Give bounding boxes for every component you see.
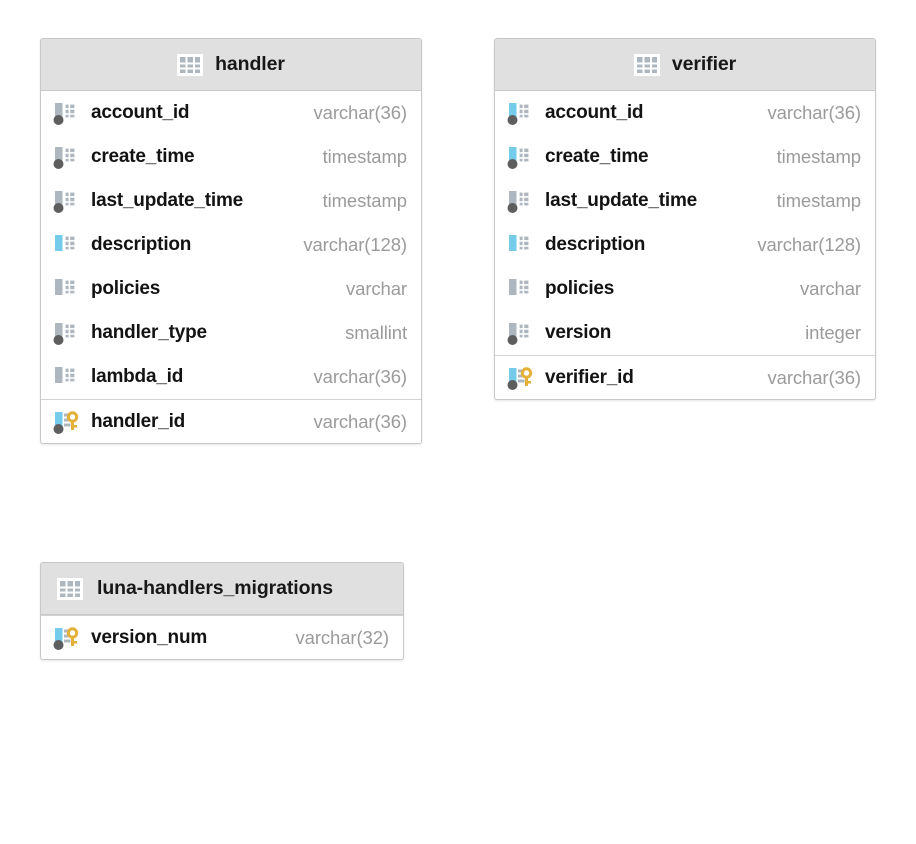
er-column-row[interactable]: verifier_id varchar(36) [495,355,875,399]
column-type: varchar(36) [313,366,408,387]
er-column-row[interactable]: account_id varchar(36) [495,91,875,135]
column-name: version_num [91,626,208,648]
column-type: varchar(36) [313,102,408,123]
column-name: account_id [91,102,190,123]
table-grid-icon [633,53,660,76]
column-icon [53,275,81,303]
er-column-row[interactable]: policies varchar [41,267,421,311]
column-icon [53,363,81,391]
er-table-title: luna-handlers_migrations [97,577,333,599]
er-table-verifier[interactable]: verifier account_id varchar(36) create_time… [494,38,876,400]
er-table-columns: version_num varchar(32) [41,615,403,659]
er-table-columns: account_id varchar(36) create_time timestam… [495,91,875,399]
column-type: timestamp [322,190,408,211]
column-icon [507,143,535,171]
column-icon [53,231,81,259]
column-icon [507,187,535,215]
er-column-row[interactable]: version_num varchar(32) [41,615,403,659]
er-column-row[interactable]: create_time timestamp [495,135,875,179]
table-grid-icon [57,577,83,600]
er-table-columns: account_id varchar(36) create_time timestam… [41,91,421,443]
column-type: smallint [345,322,407,343]
column-type: varchar(32) [295,626,390,648]
column-name: description [91,234,192,255]
er-column-row[interactable]: last_update_time timestamp [495,179,875,223]
column-icon [53,319,81,347]
er-column-row[interactable]: lambda_id varchar(36) [41,355,421,399]
column-icon [53,99,81,127]
column-type: varchar(36) [767,102,862,123]
column-name: handler_type [91,322,207,343]
column-type: timestamp [322,146,408,167]
er-table-title: verifier [671,53,737,75]
column-type: varchar(128) [303,234,407,255]
column-name: create_time [91,146,195,167]
er-table-header[interactable]: luna-handlers_migrations [41,563,403,615]
column-icon [507,319,535,347]
column-type: varchar(36) [313,410,408,432]
column-type: varchar [800,278,861,299]
column-type: varchar(128) [757,234,861,255]
primary-key-icon [507,364,535,392]
er-column-row[interactable]: description varchar(128) [495,223,875,267]
column-name: policies [91,278,161,299]
er-table-title: handler [215,53,285,75]
column-name: description [545,234,646,255]
column-name: handler_id [91,410,186,432]
table-grid-icon [177,53,204,76]
column-type: varchar(36) [767,366,862,388]
primary-key-icon [53,624,81,652]
column-type: integer [805,322,861,343]
column-icon [507,99,535,127]
column-icon [53,187,81,215]
er-table-header[interactable]: handler [41,39,421,91]
column-type: varchar [346,278,407,299]
column-icon [507,275,535,303]
er-table-luna-handlers_migrations[interactable]: luna-handlers_migrations version_num varch… [40,562,404,660]
er-column-row[interactable]: description varchar(128) [41,223,421,267]
er-column-row[interactable]: create_time timestamp [41,135,421,179]
er-column-row[interactable]: handler_type smallint [41,311,421,355]
column-icon [53,143,81,171]
column-name: account_id [545,102,644,123]
column-icon [507,231,535,259]
column-name: last_update_time [91,190,244,211]
er-column-row[interactable]: account_id varchar(36) [41,91,421,135]
er-column-row[interactable]: version integer [495,311,875,355]
column-type: timestamp [776,190,862,211]
column-name: verifier_id [545,366,634,388]
er-column-row[interactable]: handler_id varchar(36) [41,399,421,443]
er-table-header[interactable]: verifier [495,39,875,91]
column-type: timestamp [776,146,862,167]
column-name: last_update_time [545,190,698,211]
column-name: version [545,322,612,343]
er-column-row[interactable]: policies varchar [495,267,875,311]
column-name: create_time [545,146,649,167]
er-column-row[interactable]: last_update_time timestamp [41,179,421,223]
primary-key-icon [53,408,81,436]
column-name: policies [545,278,615,299]
column-name: lambda_id [91,366,184,387]
